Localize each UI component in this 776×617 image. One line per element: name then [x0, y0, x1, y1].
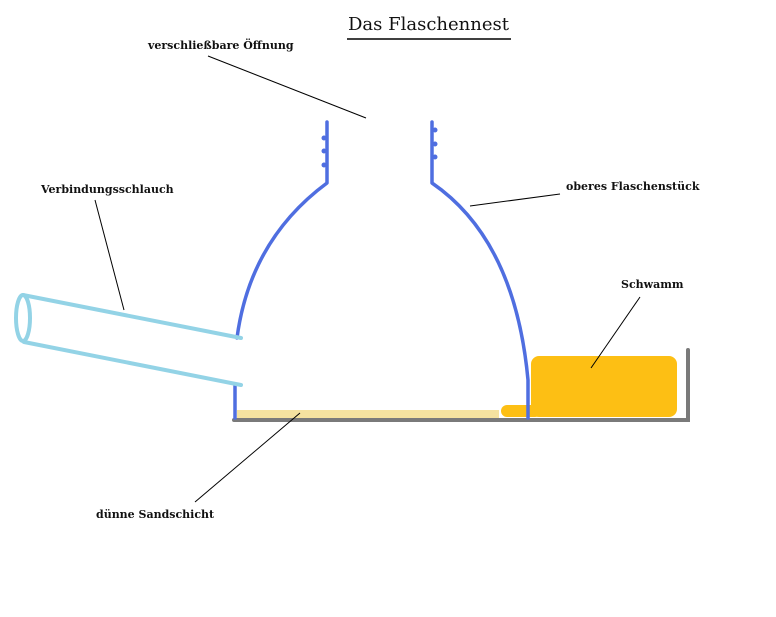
- diagram-title: Das Flaschennest: [348, 14, 510, 35]
- label-sand: dünne Sandschicht: [96, 508, 215, 521]
- leader-sponge: [590, 296, 641, 369]
- leader-sand: [194, 412, 301, 503]
- label-opening: verschließbare Öffnung: [147, 38, 294, 52]
- thread-bumps: [321, 127, 438, 168]
- upper-bottle: [233, 120, 530, 420]
- leader-upper-bottle: [469, 193, 561, 207]
- base-tray: [232, 348, 690, 422]
- hose-opening: [14, 293, 32, 343]
- sponge-foot: [501, 405, 541, 417]
- bottle-right-wall: [430, 120, 530, 420]
- leader-lines: [94, 55, 641, 503]
- label-sponge: Schwamm: [621, 278, 684, 291]
- leader-opening: [207, 55, 367, 119]
- bottle-left-wall: [235, 120, 329, 340]
- sponge-block: [531, 356, 677, 417]
- leader-hose: [94, 199, 125, 311]
- label-upper-bottle: oberes Flaschenstück: [566, 180, 700, 193]
- label-hose: Verbindungsschlauch: [40, 183, 174, 196]
- sand-layer: [237, 410, 499, 418]
- connection-hose: [14, 293, 243, 387]
